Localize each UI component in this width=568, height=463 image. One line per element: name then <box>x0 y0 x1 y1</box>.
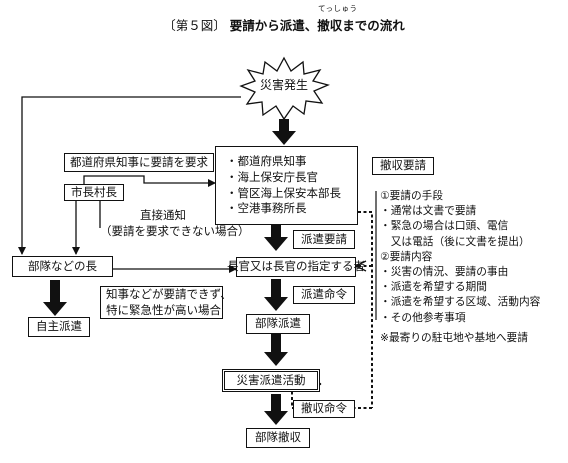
content-item: ・その他参考事項 <box>380 310 466 324</box>
authorities-box: ・都道府県知事 ・海上保安庁長官 ・管区海上保安本部長 ・空港事務所長 <box>215 146 358 225</box>
thick-arrow-disaster-to-authorities <box>272 119 296 145</box>
content-heading: ②要請内容 <box>380 249 433 263</box>
means-item: ・通常は文書で要請 <box>380 204 477 218</box>
mayor-box: 市長村長 <box>64 184 124 201</box>
figure-number: 〔第５図〕 <box>163 18 226 33</box>
activity-box: 災害派遣活動 <box>222 369 320 392</box>
dispatch-request-tag: 派遣要請 <box>293 230 355 249</box>
title-text: 要請から派遣、撤収までの流れ <box>229 18 405 33</box>
withdraw-box: 部隊撤収 <box>246 428 310 448</box>
means-item: 又は電話（後に文書を提出） <box>380 234 530 248</box>
withdraw-order-tag: 撤収命令 <box>293 400 355 418</box>
authority-item: ・海上保安庁長官 <box>226 169 318 184</box>
request-info-panel: ①要請の手段 ・通常は文書で要請 ・緊急の場合は口頭、電信 又は電話（後に文書を… <box>380 188 564 345</box>
title-ruby: てっしゅう <box>318 4 358 13</box>
commander-box: 長官又は長官の指定する者 <box>227 257 365 277</box>
disaster-label: 災害発生 <box>259 78 308 92</box>
means-item: ・緊急の場合は口頭、電信 <box>380 219 509 233</box>
dispatch-order-tag: 派遣命令 <box>293 286 355 304</box>
authority-item: ・空港事務所長 <box>226 201 307 216</box>
thick-arrow-activity-to-withdraw <box>264 394 288 425</box>
request-governor-label: 都道府県知事に要請を要求 <box>64 153 214 172</box>
thick-arrow-commander-to-deploy <box>264 279 288 311</box>
unit-head-box: 部隊などの長 <box>12 256 113 277</box>
means-heading: ①要請の手段 <box>380 189 444 202</box>
deploy-box: 部隊派遣 <box>246 314 310 334</box>
autonomous-dispatch-box: 自主派遣 <box>28 317 90 337</box>
authority-item: ・管区海上保安本部長 <box>226 185 341 200</box>
page-title: 〔第５図〕 要請から派遣、撤収までの流れ <box>0 15 568 34</box>
withdraw-request-tag: 撤収要請 <box>372 157 434 175</box>
content-item: ・災害の情況、要請の事由 <box>380 264 509 278</box>
thick-arrow-unit-head-to-autonomous <box>43 280 67 316</box>
content-item: ・派遣を希望する期間 <box>380 280 487 294</box>
line-disaster-to-unit-head <box>18 96 241 255</box>
authority-item: ・都道府県知事 <box>226 154 307 169</box>
info-note: ※最寄りの駐屯地や基地へ要請 <box>380 330 528 344</box>
line-mayor-request <box>83 175 216 187</box>
dashed-withdraw-request <box>358 211 373 408</box>
dashed-arrowhead-commander <box>355 260 367 272</box>
content-item: ・派遣を希望する区域、活動内容 <box>380 295 541 309</box>
direct-notice-label: 直接通知 （要請を要求できない場合） <box>100 208 250 238</box>
thick-arrow-authorities-to-commander <box>264 225 288 251</box>
thick-arrow-deploy-to-activity <box>264 334 288 366</box>
urgent-case-label: 知事などが要請できず、 特に緊急性が高い場合 <box>100 286 232 319</box>
